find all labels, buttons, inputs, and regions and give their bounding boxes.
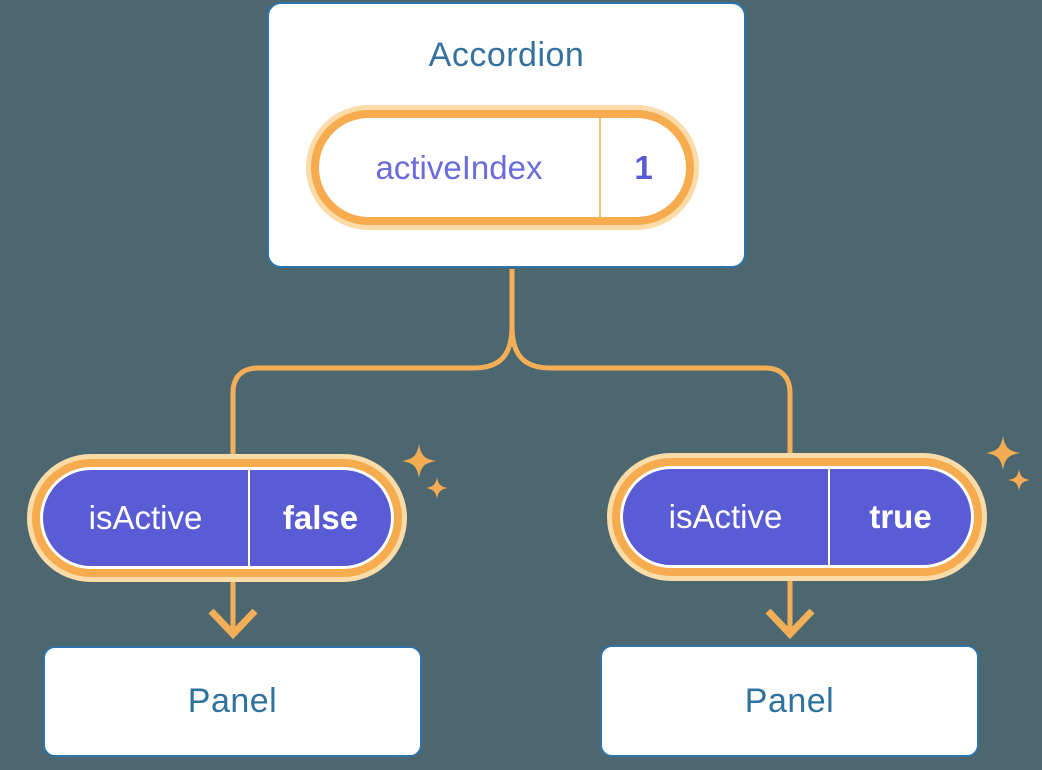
state-pill-label: activeIndex [375,148,543,186]
connector-branch-right [509,325,793,631]
panel-card-left: Panel [43,646,422,757]
prop-pill-value-cell: true [830,469,971,565]
panel-card-right: Panel [600,645,979,757]
accordion-component-card: Accordion activeIndex 1 [267,2,746,268]
sparkles-icon [986,436,1030,491]
pill-ring-gap: isActive false [40,467,394,569]
prop-pill-body: isActive true [623,469,971,565]
state-pill-label-cell: activeIndex [319,118,599,217]
prop-pill-label-cell: isActive [43,470,248,566]
pill-ring-gap: isActive true [620,466,974,568]
sparkle-big [402,444,436,478]
prop-pill-label: isActive [88,499,203,536]
pill-ring-inner: activeIndex 1 [311,110,694,225]
sparkle-big [986,436,1020,470]
pill-ring-inner: isActive false [32,459,402,577]
arrow-down-icon [208,608,815,640]
pill-ring-outer: isActive false [27,454,407,582]
sparkles-icon [402,444,448,499]
connector-tree [230,269,793,631]
component-title: Accordion [428,36,585,74]
connector-branch-left [230,325,515,631]
state-pill: activeIndex 1 [306,105,699,230]
panel-title: Panel [744,681,835,720]
prop-pill-label: isActive [668,498,783,535]
panel-title: Panel [187,682,278,720]
pill-ring-inner: isActive true [612,458,982,576]
prop-pill-value-cell: false [250,470,391,566]
arrow-head-right [765,608,815,640]
state-pill-value-cell: 1 [601,118,686,217]
arrow-head-left [208,608,258,640]
prop-pill-value: true [869,498,932,535]
prop-pill-left: isActive false [27,454,407,582]
pill-divider [248,470,250,566]
pill-divider [828,469,830,565]
pill-ring-outer: isActive true [607,453,987,581]
state-pill-value: 1 [634,148,653,186]
prop-pill-right: isActive true [607,453,987,581]
sparkle-small [1008,469,1030,491]
pill-ring-outer: activeIndex 1 [306,105,699,230]
prop-pill-value: false [282,499,359,536]
state-pill-body: activeIndex 1 [319,118,686,217]
prop-pill-label-cell: isActive [623,469,828,565]
pill-divider [599,118,601,217]
prop-pill-body: isActive false [43,470,391,566]
sparkle-small [426,477,448,499]
